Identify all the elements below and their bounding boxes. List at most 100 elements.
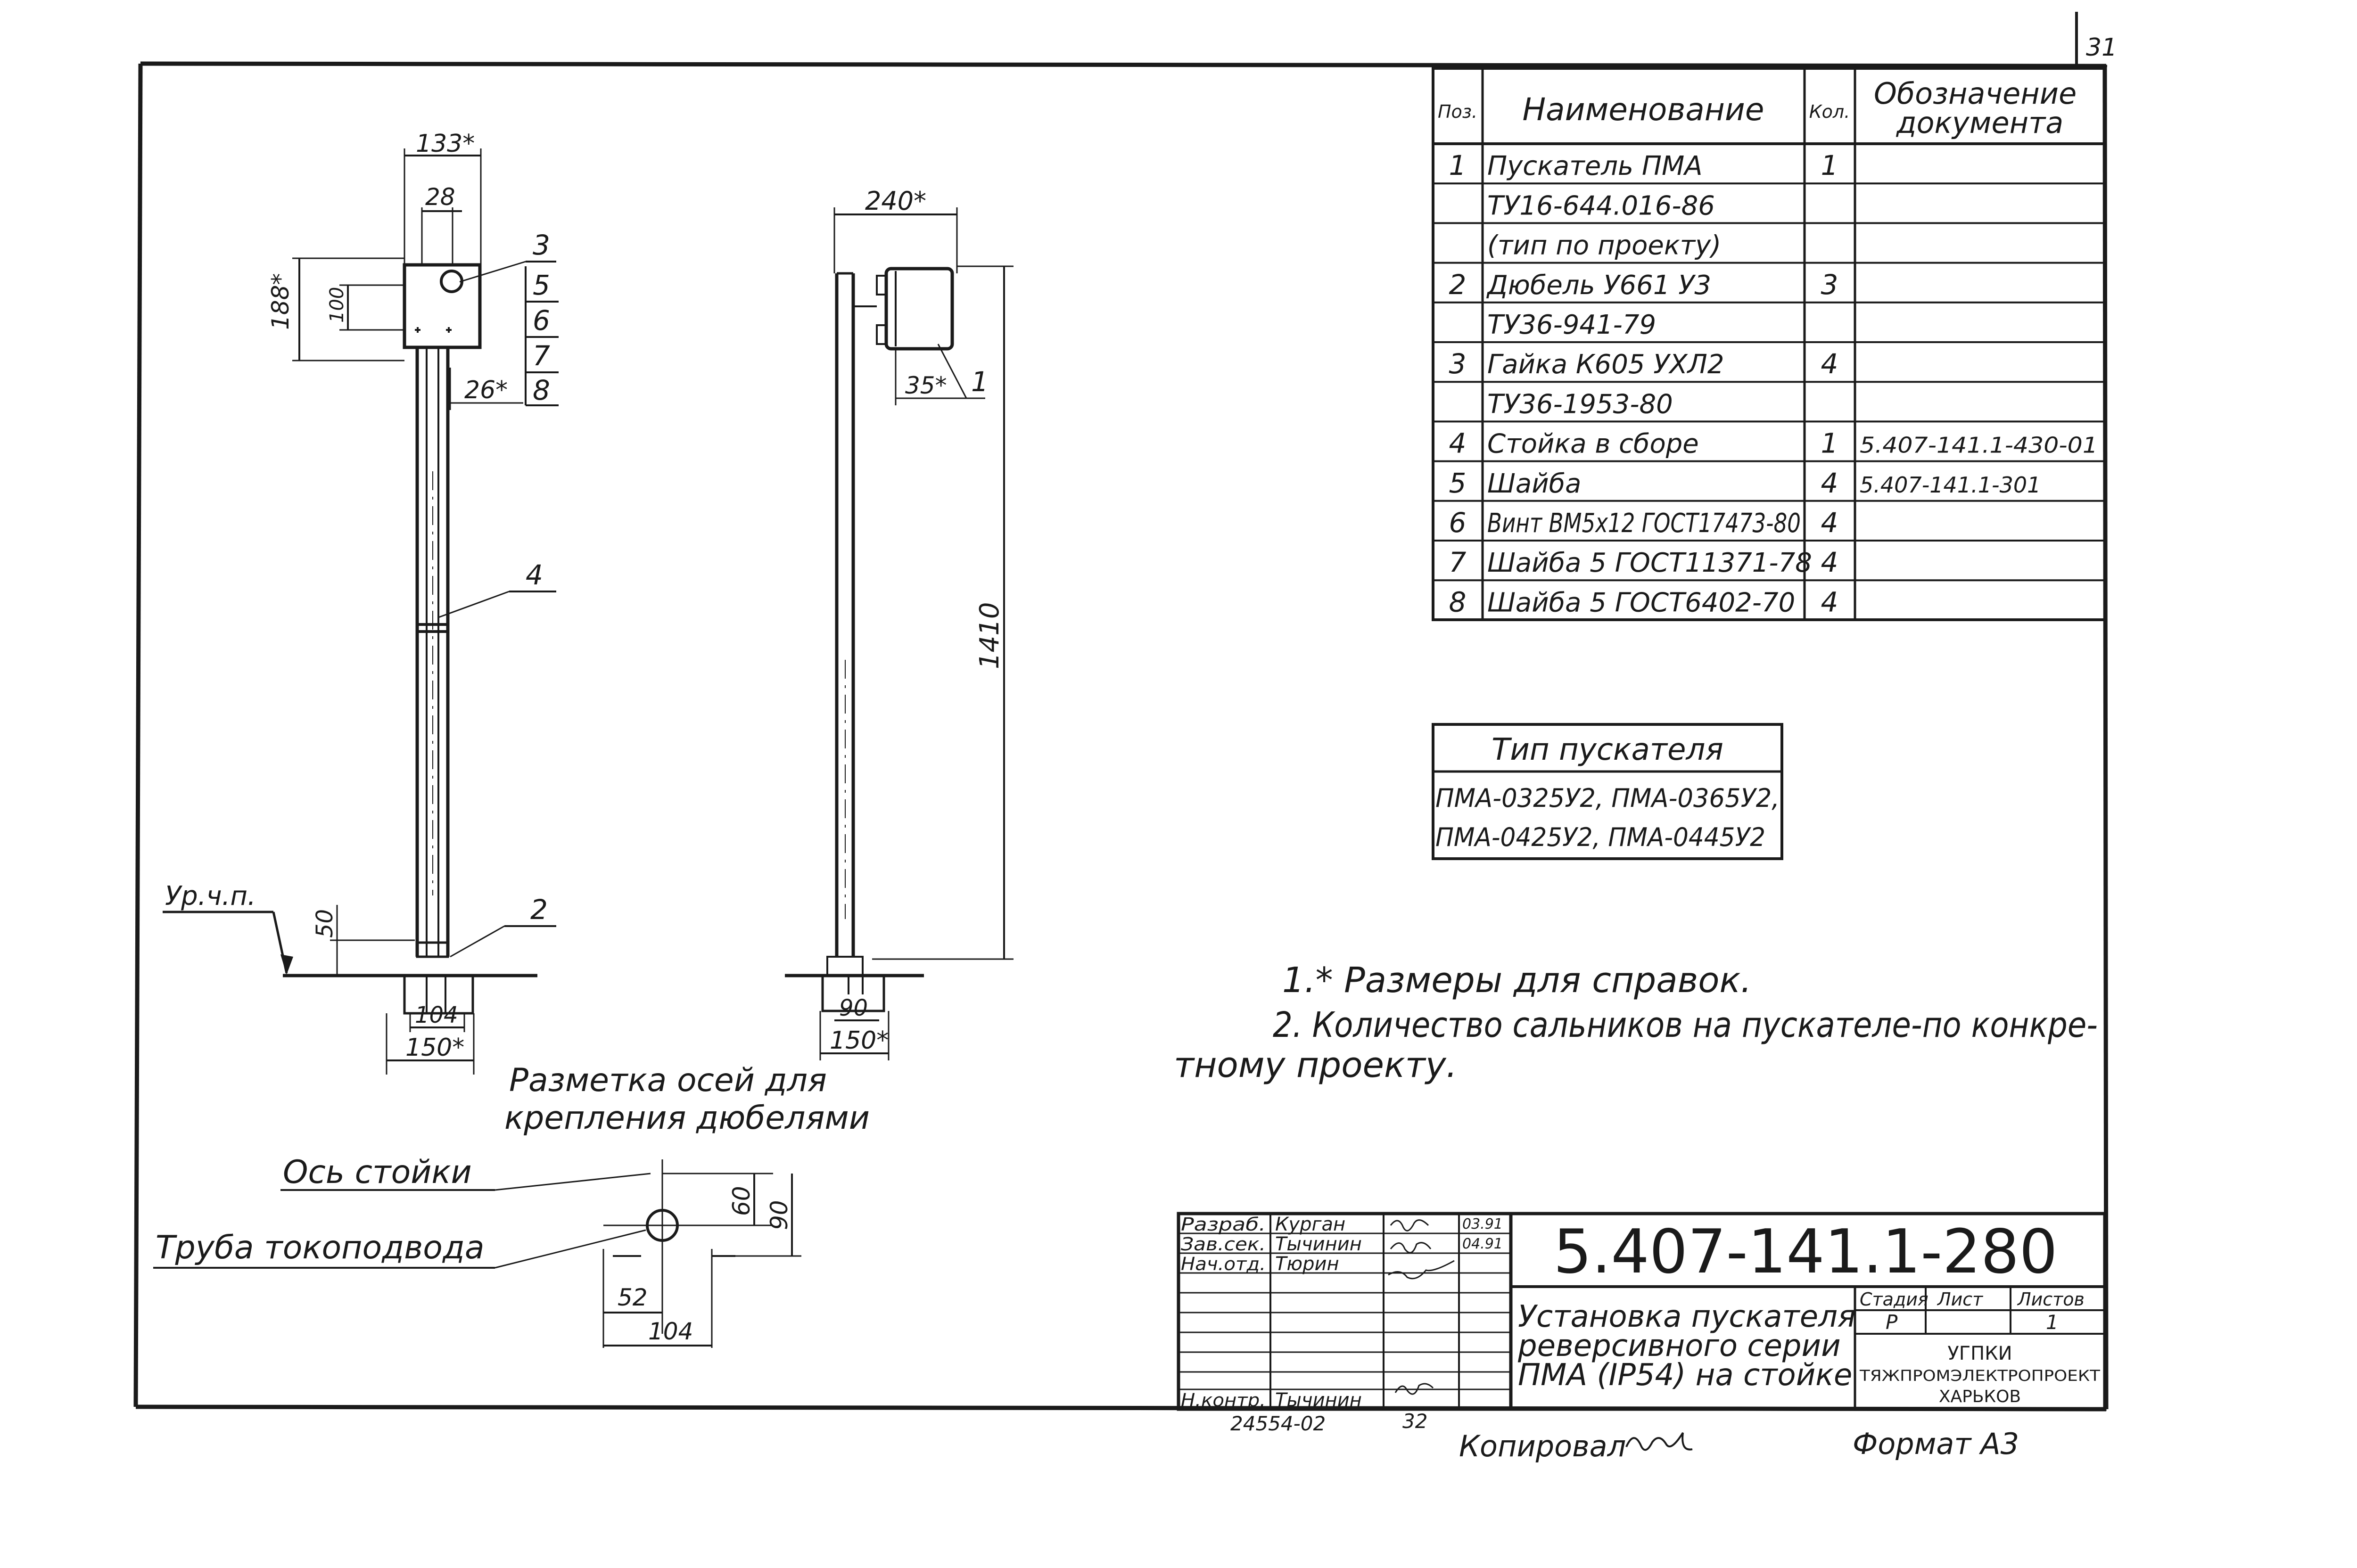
title-role-name: Тычинин: [1275, 1389, 1362, 1411]
spec-row-pos: 7: [1449, 546, 1467, 578]
stage-value: Р: [1886, 1311, 1898, 1334]
spec-row-name: Шайба 5 ГОСТ6402-70: [1487, 587, 1795, 618]
note-2: 2. Количество сальников на пускателе-по …: [1273, 1005, 2098, 1045]
callout-1: 1: [971, 366, 989, 398]
callout-5: 5: [533, 269, 550, 301]
dim-1410: 1410: [974, 602, 1005, 669]
starter-type-box: Тип пускателя ПМА-0325У2, ПМА-0365У2, ПМ…: [1432, 723, 1783, 860]
dim-240: 240*: [865, 186, 926, 216]
spec-row-pos: 3: [1449, 348, 1467, 380]
spec-row-name: Дюбель У661 У3: [1486, 270, 1711, 301]
title-role: Нач.отд.: [1181, 1254, 1266, 1274]
spec-row-qty: 4: [1821, 546, 1838, 578]
notes: 1.* Размеры для справок. 2. Количество с…: [1174, 960, 2098, 1085]
starter-type-line2: ПМА-0425У2, ПМА-0445У2: [1435, 822, 1765, 852]
spec-header-name: Наименование: [1523, 91, 1764, 128]
spec-row-name: Пускатель ПМА: [1487, 151, 1703, 181]
marking-title-1: Разметка осей для: [509, 1062, 827, 1099]
spec-row-pos: 2: [1449, 269, 1467, 301]
note-2b: тному проекту.: [1174, 1045, 1457, 1085]
spec-row-pos: 1: [1449, 149, 1467, 181]
title-role-date: 04.91: [1462, 1236, 1503, 1252]
spec-row-qty: 3: [1821, 269, 1838, 301]
dim-35: 35*: [905, 372, 947, 399]
signatures: [1388, 1219, 1455, 1395]
sheet-number: 31: [2086, 33, 2117, 62]
spec-header-pos: Поз.: [1438, 101, 1477, 122]
format-label: Формат А3: [1853, 1427, 2019, 1461]
callout-6: 6: [533, 304, 550, 337]
dim-28: 28: [425, 183, 455, 211]
pipe-label: Труба токоподвода: [156, 1229, 485, 1266]
dim-133: 133*: [416, 130, 475, 158]
title-role-name: Тюрин: [1275, 1253, 1339, 1275]
org-line-2: ТЯЖПРОМЭЛЕКТРОПРОЕКТ: [1859, 1367, 2101, 1385]
copied-signature: [1625, 1432, 1693, 1451]
side-dim-150: 150*: [830, 1026, 889, 1055]
document-code: 5.407-141.1-280: [1553, 1217, 2058, 1287]
callout-7: 7: [533, 340, 550, 372]
copied-by-label: Копировал: [1459, 1429, 1626, 1463]
spec-row-qty: 4: [1821, 507, 1838, 539]
spec-row-pos: 8: [1449, 586, 1467, 618]
dim-150: 150*: [405, 1034, 464, 1062]
inventory-number: 24554-02: [1230, 1412, 1326, 1435]
spec-row-name: ТУ36-1953-80: [1487, 389, 1673, 419]
front-view: Ур.ч.п. 50 133* 28 188* 100 3 5 6 7: [163, 130, 559, 1075]
dim-50: 50: [312, 909, 338, 938]
spec-row-name: Шайба 5 ГОСТ11371-78: [1487, 548, 1812, 578]
marking-title-2: крепления дюбелями: [504, 1100, 870, 1137]
marking-dim-90: 90: [766, 1200, 793, 1230]
footer: 24554-02 32 Копировал Формат А3: [1230, 1410, 2019, 1463]
spec-row-doc: 5.407-141.1-301: [1860, 472, 2041, 498]
spec-row-pos: 4: [1449, 427, 1467, 460]
spec-row-name: ТУ36-941-79: [1487, 310, 1656, 340]
callout-3: 3: [533, 229, 550, 261]
spec-row-name: Шайба: [1487, 468, 1581, 499]
callout-4: 4: [526, 559, 543, 591]
spec-row-pos: 6: [1449, 507, 1467, 539]
spec-row-name: Гайка К605 УХЛ2: [1487, 349, 1724, 380]
post-axis-label: Ось стойки: [283, 1154, 472, 1191]
spec-row-qty: 1: [1821, 149, 1838, 181]
dim-104: 104: [415, 1002, 458, 1028]
spec-row-qty: 4: [1821, 467, 1838, 499]
spec-row-name: ТУ16-644.016-86: [1487, 190, 1715, 221]
starter-type-title: Тип пускателя: [1492, 732, 1723, 767]
spec-row-qty: 4: [1821, 348, 1838, 380]
spec-row-qty: 4: [1821, 586, 1838, 618]
callout-2: 2: [530, 894, 548, 926]
marking-dim-60: 60: [728, 1186, 755, 1216]
spec-header-qty: Кол.: [1809, 101, 1850, 122]
dim-26: 26*: [464, 376, 508, 404]
title-role: Зав.сек.: [1181, 1234, 1266, 1255]
sheets-value: 1: [2046, 1311, 2059, 1334]
spec-row-qty: 1: [1821, 427, 1838, 460]
spec-header-doc: Обозначение документа: [1874, 76, 2086, 140]
marking-dim-52: 52: [618, 1284, 648, 1311]
side-dim-90: 90: [839, 995, 868, 1021]
spec-row-pos: 5: [1449, 467, 1467, 499]
starter-type-line1: ПМА-0325У2, ПМА-0365У2,: [1435, 783, 1780, 813]
sheets-label: Листов: [2017, 1289, 2085, 1310]
spec-row-name: Стойка в сборе: [1487, 429, 1699, 460]
spec-row-name: (тип по проекту): [1487, 230, 1721, 261]
marking-dim-104: 104: [648, 1318, 693, 1345]
spec-row-name: Винт ВМ5х12 ГОСТ17473-80: [1487, 508, 1801, 539]
spec-row-doc: 5.407-141.1-430-01: [1860, 433, 2098, 458]
title-role: Разраб.: [1181, 1214, 1266, 1235]
floor-level-label: Ур.ч.п.: [165, 881, 256, 911]
title-role-date: 03.91: [1462, 1216, 1503, 1232]
spec-table: Поз. Наименование Кол. Обозначение докум…: [1432, 67, 2106, 621]
dim-100: 100: [326, 287, 348, 323]
stage-label: Стадия: [1860, 1289, 1928, 1310]
callout-8: 8: [533, 374, 550, 406]
title-role-name: Тычинин: [1275, 1233, 1362, 1255]
title-role: Н.контр.: [1181, 1390, 1266, 1411]
document-description: Установка пускателя реверсивного серии П…: [1517, 1299, 1865, 1393]
sheet-number-corner: 31: [2075, 12, 2117, 67]
marking-detail: Разметка осей для крепления дюбелями Ось…: [153, 1062, 870, 1348]
dim-188: 188*: [267, 273, 294, 330]
